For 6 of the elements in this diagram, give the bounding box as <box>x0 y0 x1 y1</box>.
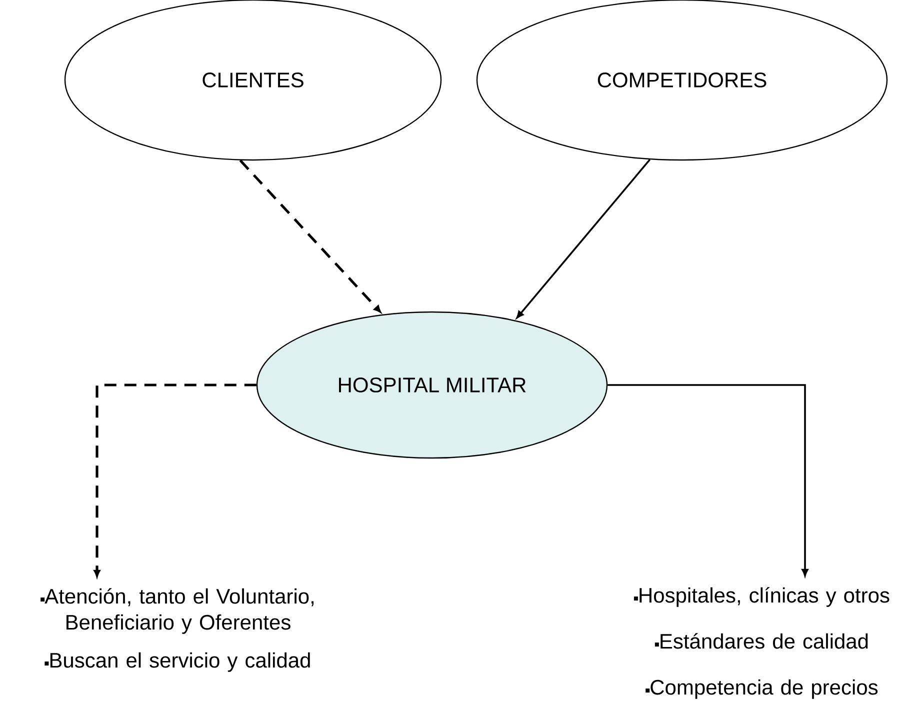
arrow <box>608 384 808 576</box>
bullet-list: Atención, tanto el Voluntario, Beneficiario y Oferentes Buscan el servicio y calidad <box>40 588 314 672</box>
arrow <box>516 159 651 318</box>
arrow <box>94 384 256 577</box>
arrow <box>239 160 381 313</box>
bullet-list: Hospitales, clínicas y otros Estándares de calidad Competencia de precios <box>634 587 890 699</box>
